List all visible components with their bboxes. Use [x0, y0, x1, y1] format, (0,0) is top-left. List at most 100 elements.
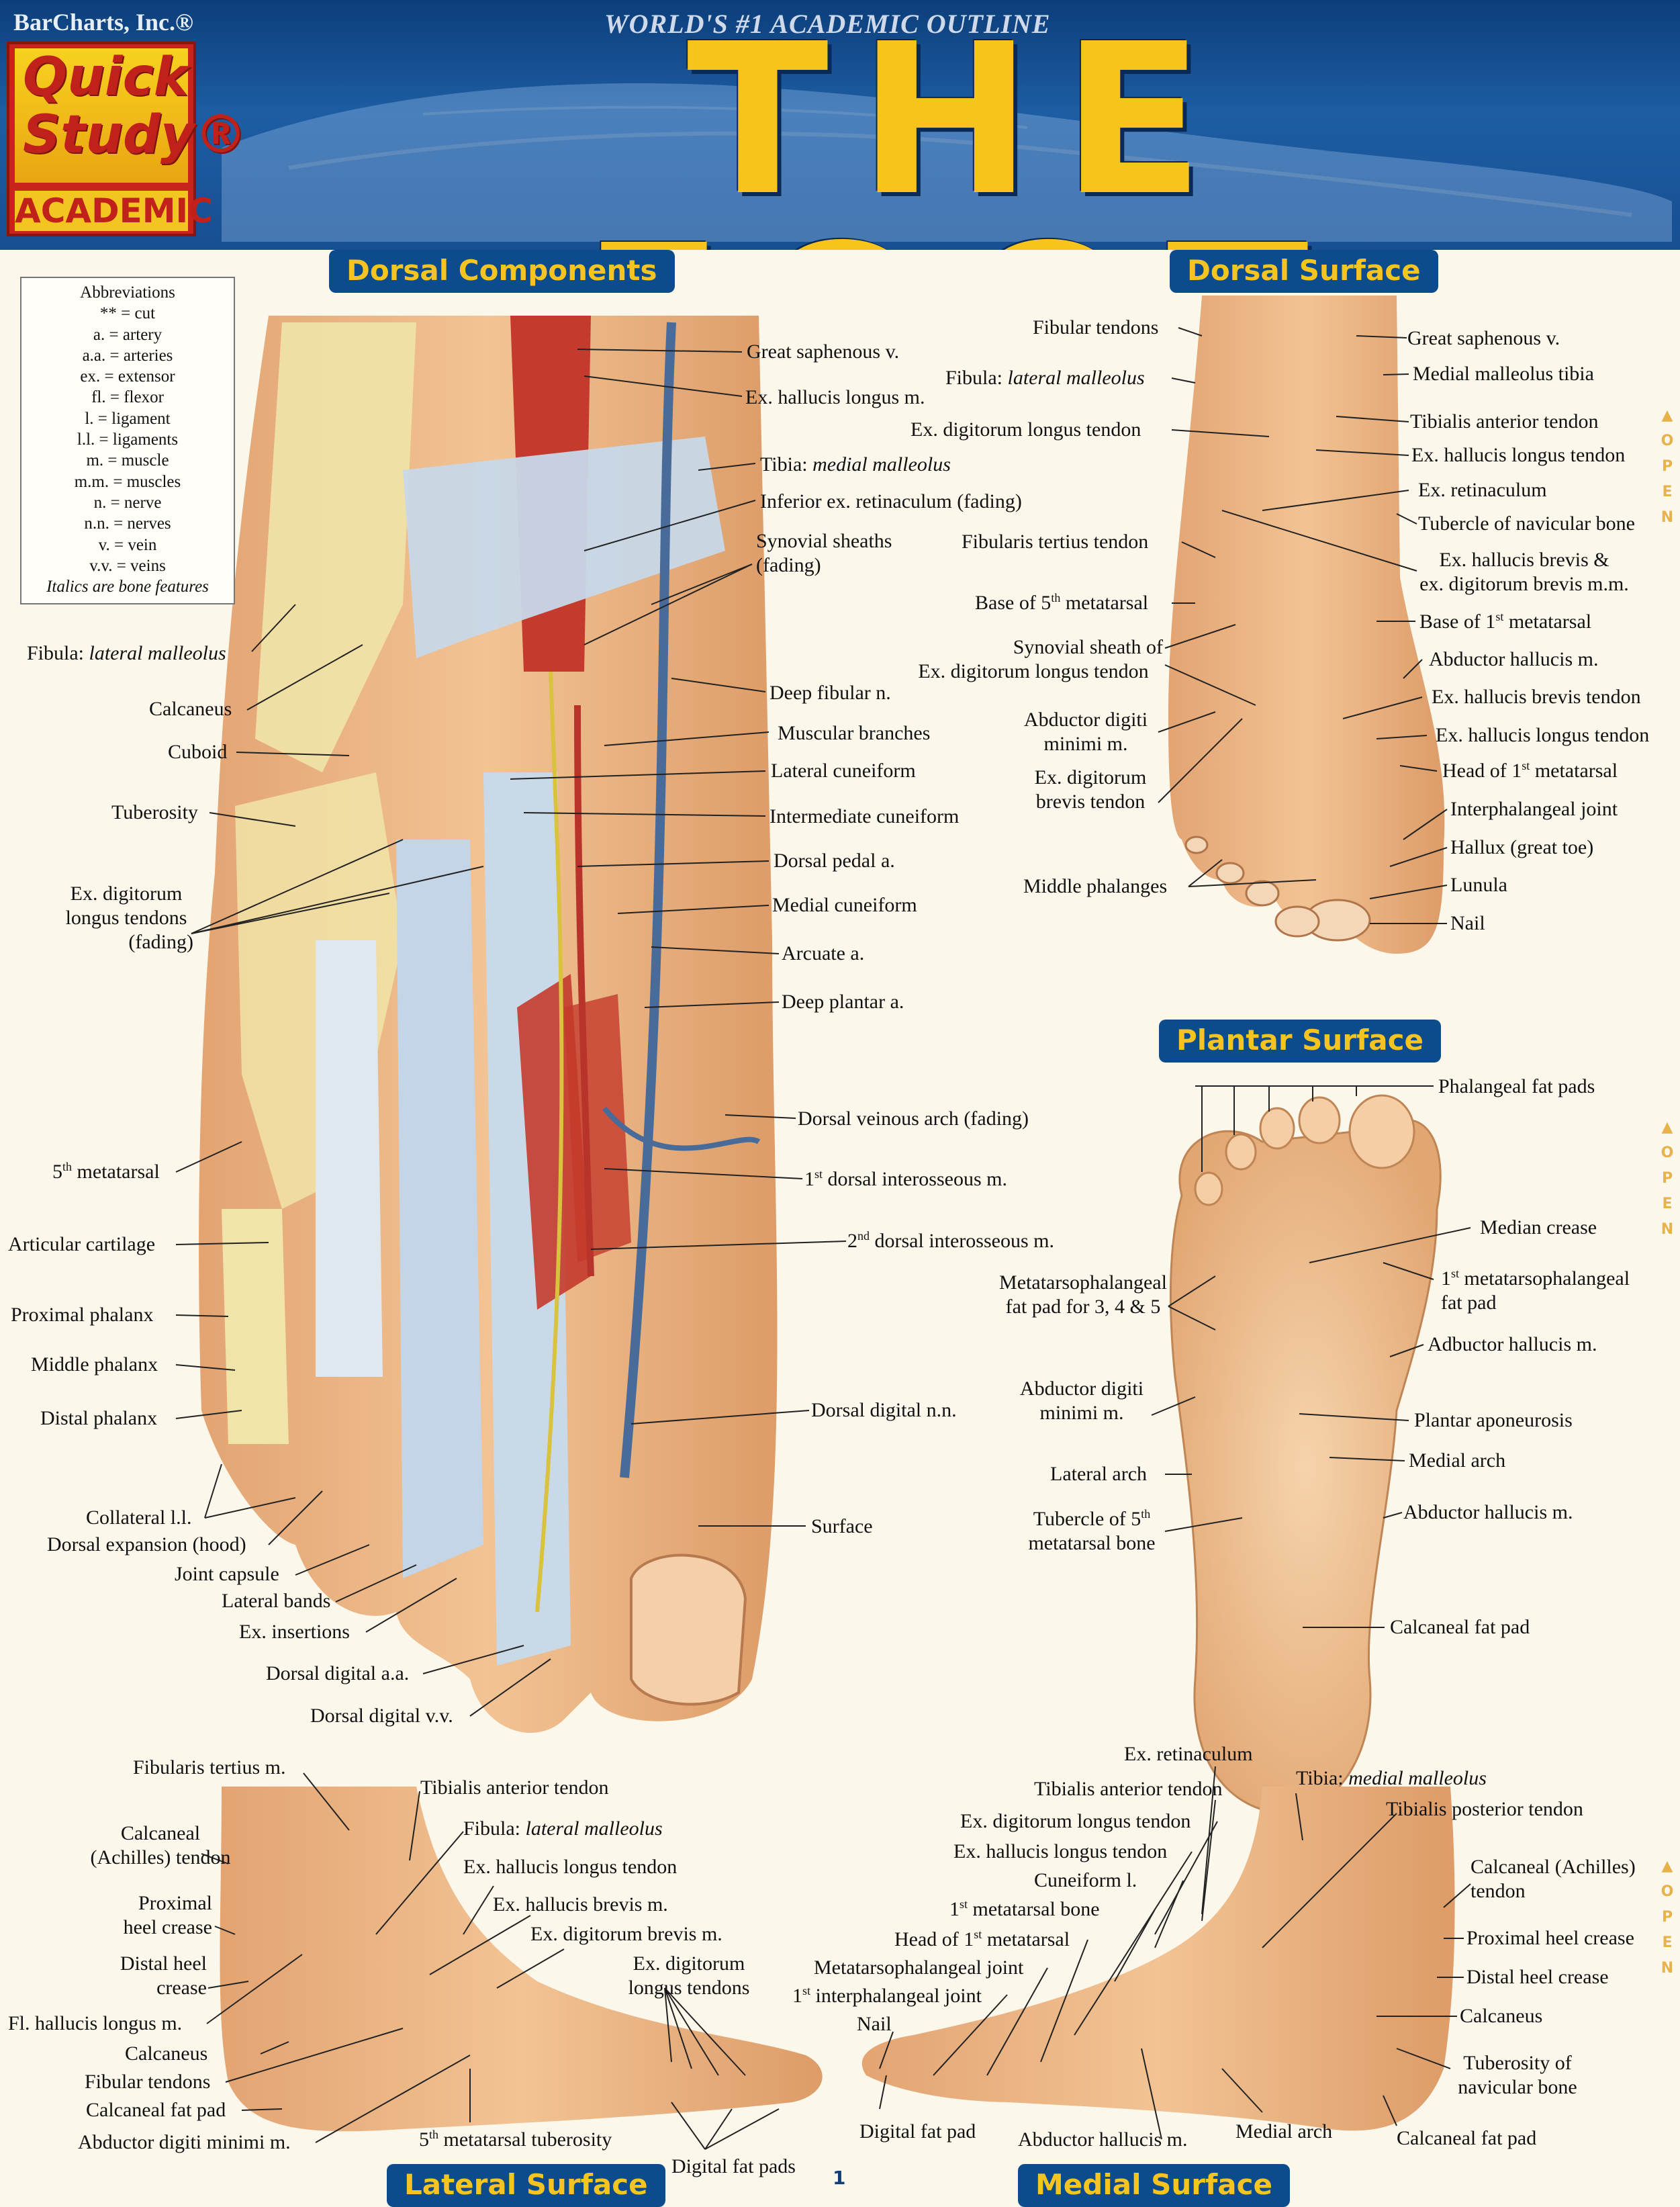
label-deep-plantar-artery: Deep plantar a.	[782, 991, 904, 1013]
label-tibialis-posterior-tendon: Tibialis posterior tendon	[1386, 1798, 1583, 1820]
label-ex-hallucis-brevis-m: Ex. hallucis brevis m.	[493, 1893, 668, 1916]
label-fibula-lateral-malleolus: Fibula: lateral malleolus	[27, 642, 226, 664]
label-calcaneal-fat-pad-ms: Calcaneal fat pad	[1397, 2127, 1537, 2149]
label-collateral-ligaments: Collateral l.l.	[86, 1506, 192, 1529]
label-nail-ms: Nail	[857, 2013, 892, 2035]
label-muscular-branches: Muscular branches	[778, 722, 931, 744]
label-distal-phalanx: Distal phalanx	[40, 1407, 158, 1429]
label-intermediate-cuneiform: Intermediate cuneiform	[769, 805, 960, 827]
label-abductor-digiti-minimi-ls: Abductor digiti minimi m.	[78, 2131, 291, 2153]
label-fibularis-tertius-tendon: Fibularis tertius tendon	[962, 531, 1149, 553]
label-ex-hallucis-longus-tendon-ms: Ex. hallucis longus tendon	[953, 1840, 1168, 1862]
label-phalangeal-fat-pads: Phalangeal fat pads	[1438, 1075, 1595, 1097]
label-plantar-aponeurosis: Plantar aponeurosis	[1414, 1409, 1573, 1431]
label-articular-cartilage: Articular cartilage	[8, 1233, 156, 1255]
label-dorsal-venous-arch: Dorsal veinous arch (fading)	[798, 1108, 1029, 1130]
abbreviations-note: Italics are bone features	[46, 578, 209, 596]
label-first-dorsal-interosseous: 1st dorsal interosseous m.	[804, 1167, 1007, 1190]
label-tibialis-anterior-tendon-ms: Tibialis anterior tendon	[1034, 1778, 1223, 1800]
abbreviations-heading: Abbreviations	[80, 283, 175, 302]
logo-academic: ACADEMIC	[15, 191, 213, 231]
label-fibula-lateral-malleolus-ls: Fibula: lateral malleolus	[463, 1817, 663, 1840]
abbr-item: a.a. = arteries	[82, 346, 173, 365]
abbr-item: n.n. = nerves	[84, 514, 171, 533]
label-abductor-hallucis-ms: Abductor hallucis m.	[1018, 2128, 1188, 2151]
label-first-interphalangeal-joint: 1st interphalangeal joint	[792, 1984, 982, 2007]
label-calcaneus-ls: Calcaneus	[125, 2042, 208, 2065]
label-head-first-metatarsal-ms: Head of 1st metatarsal	[894, 1928, 1070, 1950]
label-cuneiform-ligament: Cuneiform l.	[1034, 1869, 1137, 1891]
label-calcaneal-achilles-tendon-ls: Calcaneal(Achilles) tendon	[90, 1822, 231, 1868]
label-ex-digitorum-longus-tendon-ms: Ex. digitorum longus tendon	[960, 1810, 1191, 1832]
label-middle-phalanges: Middle phalanges	[1023, 875, 1168, 897]
label-first-metatarsal-bone: 1st metatarsal bone	[949, 1897, 1100, 1920]
label-surface: Surface	[811, 1515, 873, 1537]
label-hallux: Hallux (great toe)	[1450, 836, 1594, 858]
label-cuboid: Cuboid	[168, 741, 228, 763]
abbreviations-box: Abbreviations ** = cut a. = artery a.a. …	[20, 277, 235, 604]
abbr-item: l.l. = ligaments	[77, 431, 179, 449]
dorsal-surface-illustration	[1168, 296, 1445, 954]
lateral-surface-illustration	[220, 1787, 823, 2132]
label-ex-digitorum-brevis-m: Ex. digitorum brevis m.	[530, 1923, 722, 1945]
label-abductor-hallucis-ds: Abductor hallucis m.	[1429, 648, 1599, 670]
abbr-item: m. = muscle	[86, 451, 169, 470]
label-interphalangeal-joint: Interphalangeal joint	[1450, 798, 1618, 820]
header-foot-illustration	[222, 83, 1672, 242]
label-lateral-arch: Lateral arch	[1050, 1463, 1148, 1485]
label-calcaneal-fat-pad-ps: Calcaneal fat pad	[1390, 1616, 1530, 1638]
label-metatarsophalangeal-joint: Metatarsophalangeal joint	[814, 1956, 1024, 1979]
label-lunula: Lunula	[1450, 874, 1507, 896]
medial-surface-illustration	[861, 1787, 1455, 2131]
abbr-item: a. = artery	[93, 325, 162, 344]
label-fibular-tendons: Fibular tendons	[1033, 316, 1159, 339]
label-medial-malleolus-tibia: Medial malleolus tibia	[1413, 363, 1594, 385]
label-deep-fibular-nerve: Deep fibular n.	[769, 682, 891, 704]
label-ex-hallucis-longus-muscle: Ex. hallucis longus m.	[745, 386, 925, 408]
header-banner: BarCharts, Inc.® Quick Study® ACADEMIC W…	[0, 0, 1680, 250]
label-fl-hallucis-longus: Fl. hallucis longus m.	[8, 2012, 183, 2034]
label-proximal-phalanx: Proximal phalanx	[11, 1304, 154, 1326]
label-fifth-metatarsal-tuberosity: 5th metatarsal tuberosity	[419, 2128, 612, 2151]
label-adbuctor-hallucis-ps: Adbuctor hallucis m.	[1428, 1333, 1597, 1355]
label-synovial-sheaths: Synovial sheaths(fading)	[756, 530, 892, 576]
label-base-first-metatarsal: Base of 1st metatarsal	[1419, 610, 1592, 633]
label-arcuate-artery: Arcuate a.	[782, 942, 865, 964]
label-ex-hallucis-longus-tendon-ds2: Ex. hallucis longus tendon	[1436, 724, 1650, 746]
label-ex-retinaculum-ms: Ex. retinaculum	[1124, 1743, 1253, 1765]
label-calcaneus-ms: Calcaneus	[1460, 2005, 1543, 2027]
label-calcaneal-achilles-tendon-ms: Calcaneal (Achilles)tendon	[1471, 1856, 1636, 1902]
label-dorsal-digital-veins: Dorsal digital v.v.	[310, 1705, 453, 1727]
label-dorsal-digital-nerves: Dorsal digital n.n.	[811, 1399, 957, 1421]
label-fibula-lateral-malleolus-ds: Fibula: lateral malleolus	[945, 367, 1145, 389]
dorsal-components-illustration	[199, 316, 778, 1733]
abbr-item: n. = nerve	[93, 493, 162, 512]
section-title-dorsal-surface: Dorsal Surface	[1170, 250, 1438, 293]
label-fibularis-tertius-m: Fibularis tertius m.	[133, 1756, 286, 1778]
tagline: WORLD'S #1 ACADEMIC OUTLINE	[604, 9, 1051, 39]
abbr-item: v. = vein	[98, 535, 157, 554]
page-title: THE FOOT	[582, 0, 1309, 251]
section-title-plantar-surface: Plantar Surface	[1159, 1020, 1442, 1063]
label-tibialis-anterior-tendon-ds: Tibialis anterior tendon	[1410, 410, 1599, 433]
label-tubercle-navicular: Tubercle of navicular bone	[1418, 512, 1635, 535]
label-proximal-heel-crease-ms: Proximal heel crease	[1466, 1927, 1634, 1949]
label-medial-cuneiform: Medial cuneiform	[772, 894, 917, 916]
label-calcaneal-fat-pad-ls: Calcaneal fat pad	[86, 2099, 226, 2121]
label-tuberosity: Tuberosity	[111, 801, 198, 823]
label-great-saphenous-vein: Great saphenous v.	[747, 341, 900, 363]
abbr-item: l. = ligament	[85, 409, 171, 428]
label-joint-capsule: Joint capsule	[175, 1563, 279, 1585]
label-inferior-ex-retinaculum: Inferior ex. retinaculum (fading)	[760, 490, 1022, 512]
abbr-item: m.m. = muscles	[74, 472, 181, 491]
